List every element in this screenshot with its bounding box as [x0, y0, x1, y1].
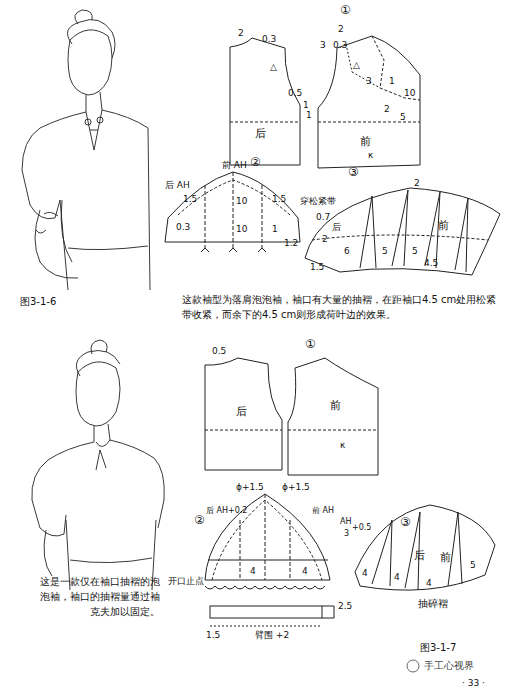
callout-label: 5 [412, 246, 418, 256]
callout-label: 5 [400, 112, 406, 122]
callout-label: κ [340, 440, 345, 450]
callout-label: ③ [400, 516, 411, 530]
callout-label: 前 [440, 552, 451, 565]
callout-label: 0.3 [333, 40, 347, 50]
callout-label: κ [368, 150, 373, 160]
callout-label: 0.5 [212, 346, 226, 356]
callout-label: 1 [272, 224, 278, 234]
callout-label: 1.2 [284, 238, 298, 248]
callout-label: 前 [360, 136, 371, 149]
callout-label: ② [194, 514, 205, 528]
callout-label: 后 [332, 222, 341, 232]
callout-label: 后 AH+0.2 [206, 506, 247, 515]
caption-text: 这款袖型为落肩泡泡袖，袖口有大量的抽褶，在距袖口4.5 cm处用松紧带收紧，而余… [182, 292, 500, 322]
callout-label: 0.3 [262, 34, 276, 44]
watermark-icon [407, 660, 419, 672]
callout-label: 5 [382, 246, 388, 256]
callout-label: 5 [470, 560, 476, 570]
callout-label: 0.3 [176, 222, 190, 232]
callout-label: 0.5 [288, 88, 302, 98]
callout-label: 10 [404, 88, 415, 98]
callout-label: ② [250, 156, 261, 170]
callout-label: 2.5 [338, 601, 352, 611]
callout-label: 6 [344, 246, 350, 256]
bodice-pattern [230, 36, 420, 168]
callout-label: +0.5 [352, 523, 371, 532]
callout-label: 后 [414, 550, 425, 563]
callout-label: 图3-1-6 [20, 296, 56, 308]
callout-label: ϕ+1.5 [282, 482, 310, 492]
callout-label: △ [353, 60, 360, 70]
callout-label: 后 AH [165, 180, 190, 190]
callout-label: 抽碎褶 [418, 598, 448, 610]
sleeve-pattern [165, 172, 300, 252]
callout-label: 前 [438, 220, 449, 233]
callout-label: 2 [322, 234, 328, 244]
callout-label: 前 [330, 400, 341, 413]
callout-label: 2 [238, 28, 244, 38]
callout-label: 前 AH [222, 160, 247, 170]
callout-label: 2 [338, 24, 344, 34]
bodice-pattern [205, 358, 378, 475]
callout-label: 4 [302, 566, 308, 576]
caption-text: 这是一款仅在袖口抽褶的泡泡袖，袖口的抽褶量通过袖克夫加以固定。 [40, 574, 160, 619]
sleeve-pattern [355, 505, 495, 590]
callout-label: ① [305, 338, 316, 352]
callout-label: 0.7 [316, 212, 330, 222]
callout-label: 4 [394, 572, 400, 582]
callout-label: 4.5 [424, 258, 438, 268]
callout-label: 10 [236, 196, 247, 206]
callout-label: 4 [362, 568, 368, 578]
callout-label: 3 [344, 529, 349, 538]
callout-label: 3 [320, 40, 326, 50]
figure-sketch [32, 340, 164, 590]
callout-label: 1 [303, 100, 309, 110]
callout-label: 3 [366, 76, 372, 86]
sleeve-pattern [205, 494, 334, 626]
callout-label: 10 [236, 224, 247, 234]
callout-label: 开口止点 [168, 576, 204, 586]
callout-label: 1.5 [272, 194, 286, 204]
callout-label: 4 [426, 578, 432, 588]
callout-label: 图3-1-7 [420, 642, 456, 654]
callout-label: △ [270, 62, 277, 72]
callout-label: 2 [384, 104, 390, 114]
callout-label: · 33 · [462, 678, 485, 688]
callout-label: 后 [255, 128, 266, 141]
callout-label: 1.5 [310, 262, 324, 272]
callout-label: 1 [389, 76, 395, 86]
callout-label: 2 [414, 178, 420, 188]
callout-label: 穿松紧带 [300, 196, 336, 206]
callout-label: ① [340, 4, 351, 18]
callout-label: ϕ+1.5 [236, 482, 264, 492]
callout-label: 1.5 [206, 630, 220, 640]
callout-label: 手工心视界 [424, 660, 474, 672]
callout-label: 前 AH [312, 506, 334, 515]
callout-label: 臂围 +2 [255, 630, 289, 640]
callout-label: 后 [236, 406, 247, 419]
callout-label: AH [340, 517, 352, 526]
callout-label: 1 [306, 110, 312, 120]
callout-label: ③ [348, 166, 359, 180]
callout-label: 1.5 [183, 194, 197, 204]
callout-label: 4 [250, 566, 256, 576]
figure-sketch [22, 10, 150, 290]
